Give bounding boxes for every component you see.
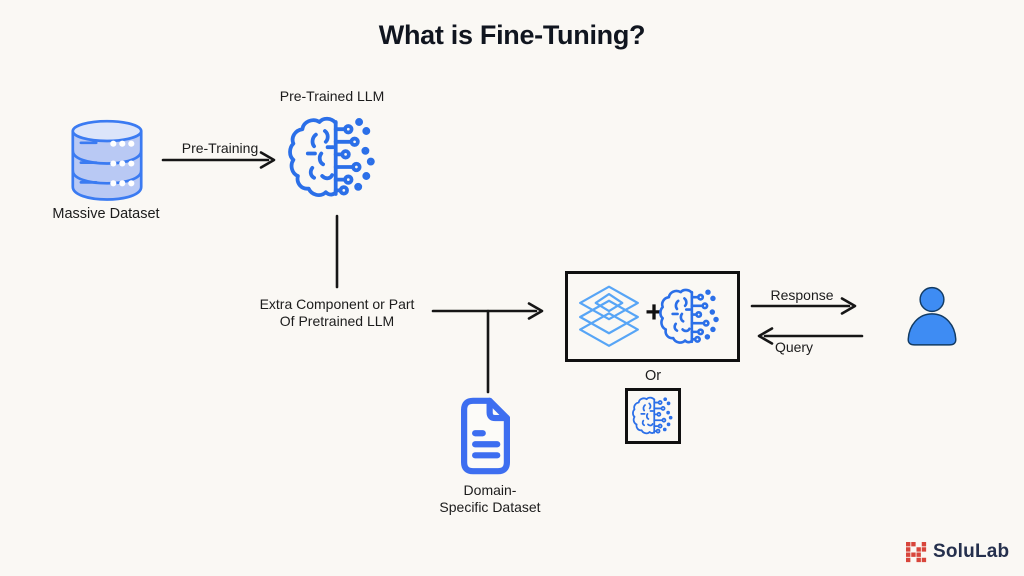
massive-dataset-label: Massive Dataset xyxy=(52,206,160,222)
ai-brain-icon xyxy=(288,107,378,209)
document-icon xyxy=(451,395,520,477)
layers-icon xyxy=(572,283,646,351)
pre-training-label: Pre-Training xyxy=(181,140,259,156)
plus-sign: + xyxy=(645,296,663,329)
database-icon xyxy=(62,113,152,205)
or-label: Or xyxy=(644,368,662,384)
domain-dataset-label: Domain- Specific Dataset xyxy=(439,482,541,515)
solulab-logo: SoluLab xyxy=(906,541,1009,563)
response-label: Response xyxy=(770,287,834,303)
arrow-extra-to-box xyxy=(431,302,544,394)
page-title: What is Fine-Tuning? xyxy=(378,20,646,50)
pretrained-llm-label: Pre-Trained LLM xyxy=(279,88,385,104)
solulab-logo-text: SoluLab xyxy=(933,541,1010,562)
fine-tuned-model-box xyxy=(565,271,740,362)
ai-brain-icon-small xyxy=(632,394,674,438)
small-model-box xyxy=(625,388,681,444)
solulab-pixel-logo-icon xyxy=(906,542,927,563)
extra-component-label: Extra Component or Part Of Pretrained LL… xyxy=(259,296,415,329)
ai-brain-icon-in-box xyxy=(659,279,721,355)
user-icon xyxy=(896,281,968,354)
query-label: Query xyxy=(774,339,814,355)
